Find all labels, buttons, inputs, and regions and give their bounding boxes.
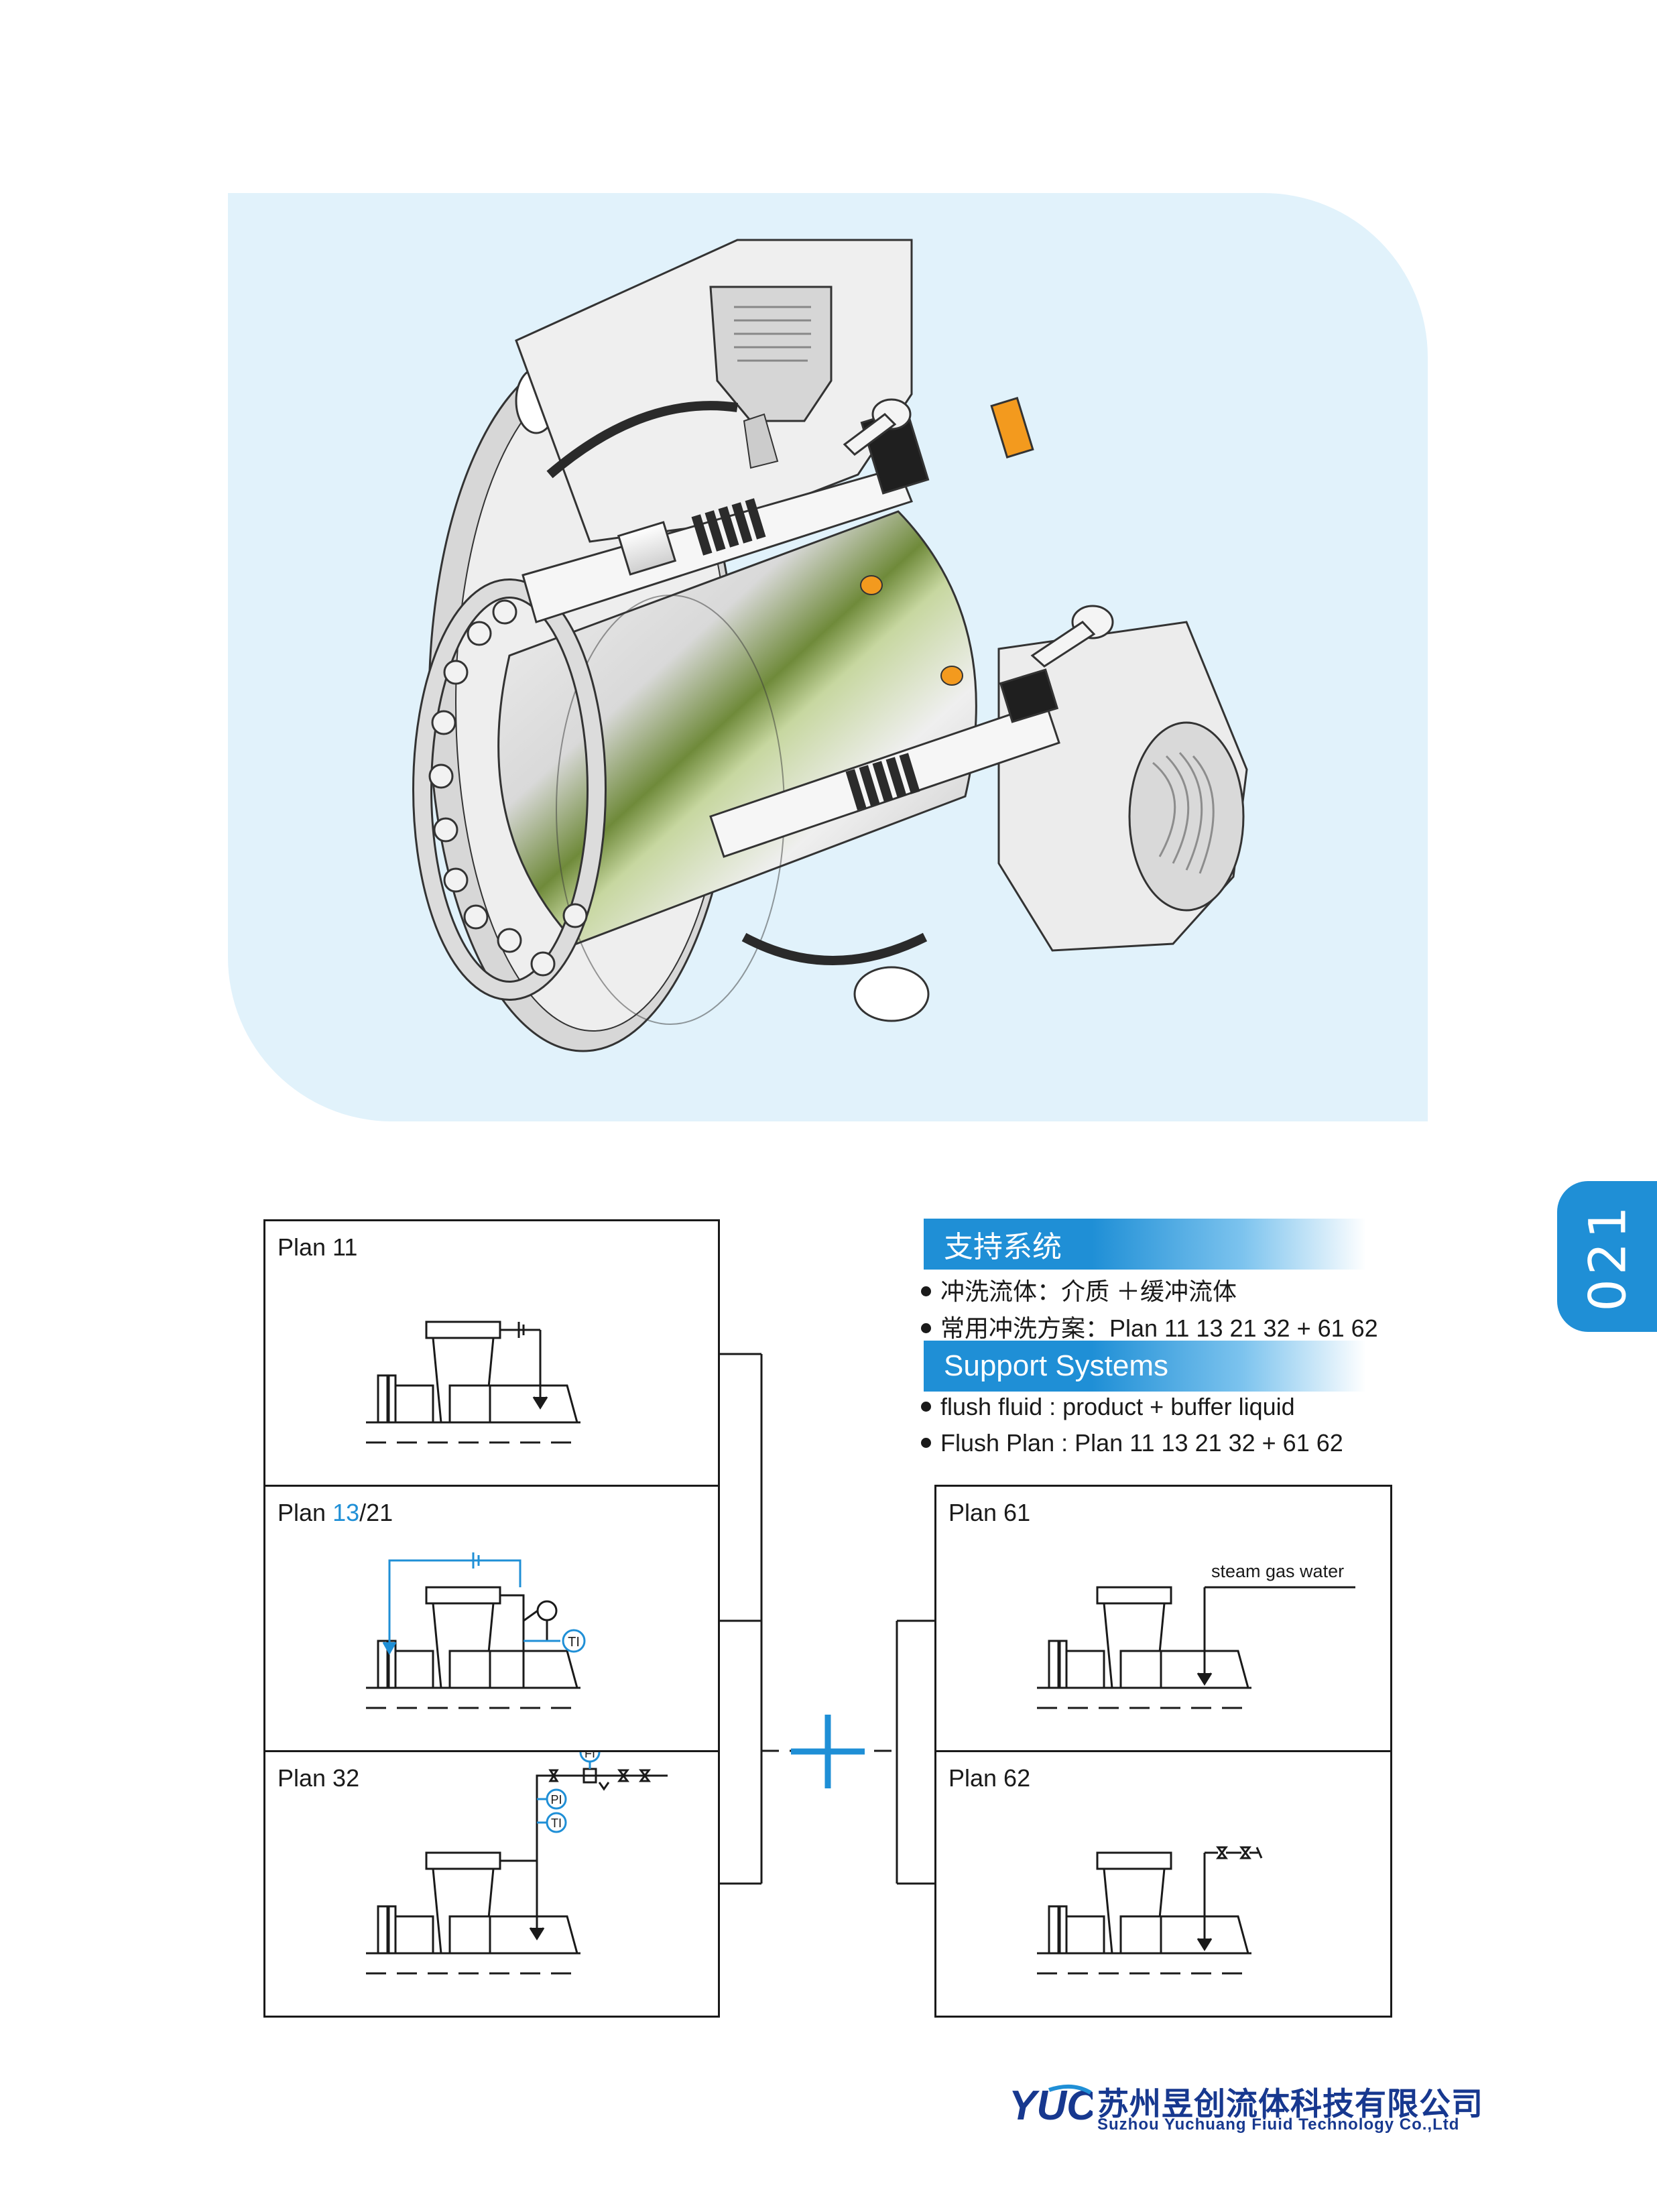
mechanical-seal-cutaway-illustration <box>412 239 1248 1052</box>
page-number-tab: 021 <box>1557 1181 1657 1332</box>
plan-title: Plan 62 <box>948 1764 1031 1792</box>
support-systems-cn-heading: 支持系统 <box>924 1219 1366 1270</box>
plan-13-21-schematic: TI <box>366 1552 586 1709</box>
support-en-bullet-1: flush fluid : product + buffer liquid <box>921 1393 1295 1421</box>
pi-instrument-label: PI <box>550 1793 562 1806</box>
ti-instrument-label: TI <box>551 1817 562 1830</box>
plan-61-diagram: Plan 61 steam gas water <box>934 1485 1392 1752</box>
company-name-en: Suzhou Yuchuang Fiuid Technology Co.,Ltd <box>1097 2115 1460 2134</box>
plan-32-diagram: Plan 32 FI <box>263 1750 720 2018</box>
plan-62-schematic <box>1037 1846 1263 1975</box>
plan-title: Plan 13/21 <box>278 1499 393 1526</box>
plan-32-schematic: FI PI TI <box>366 1752 668 1975</box>
plan-title: Plan 61 <box>948 1499 1031 1526</box>
plan-title: Plan 11 <box>278 1233 358 1261</box>
plan-title: Plan 32 <box>278 1764 360 1792</box>
seal-illustration-panel <box>228 193 1428 1121</box>
plan-11-schematic <box>366 1320 580 1444</box>
plan-13-21-diagram: Plan 13/21 TI <box>263 1485 720 1752</box>
support-cn-bullet-2: 常用冲洗方案：Plan 11 13 21 32 + 61 62 <box>921 1309 1378 1344</box>
support-en-bullet-2: Flush Plan : Plan 11 13 21 32 + 61 62 <box>921 1429 1343 1457</box>
support-cn-bullet-1: 冲洗流体：介质 ＋缓冲流体 <box>921 1272 1237 1307</box>
company-logo: YUC <box>1009 2083 1093 2129</box>
plan-61-note: steam gas water <box>1211 1561 1344 1581</box>
plan-62-diagram: Plan 62 <box>934 1750 1392 2018</box>
company-name-cn: 苏州昱创流体科技有限公司 <box>1097 2086 1483 2123</box>
plus-icon <box>791 1715 865 1788</box>
plan-61-schematic: steam gas water <box>1037 1561 1355 1709</box>
plan-11-diagram: Plan 11 <box>263 1219 720 1487</box>
fi-instrument-label: FI <box>585 1752 595 1760</box>
support-systems-en-heading: Support Systems <box>924 1341 1366 1392</box>
ti-instrument-label: TI <box>568 1635 580 1650</box>
